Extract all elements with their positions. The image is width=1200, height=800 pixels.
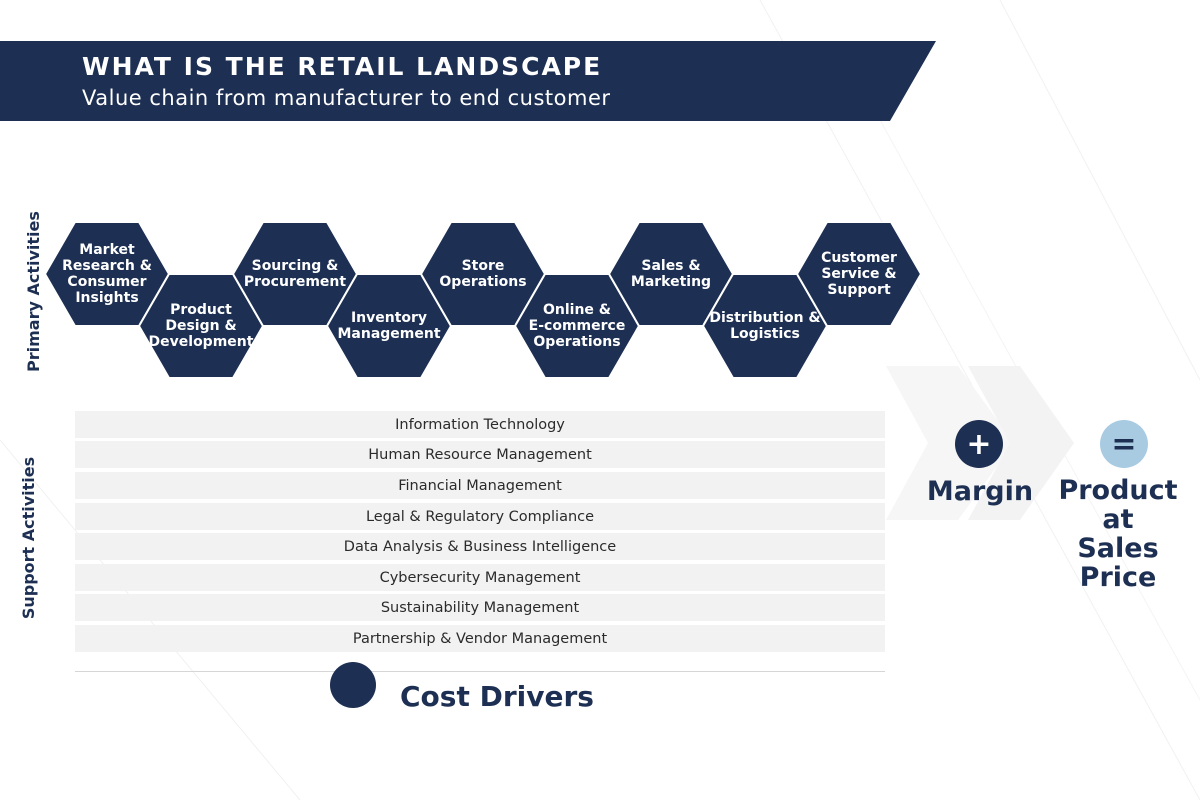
primary-activity-hex: Online & E-commerce Operations	[515, 274, 639, 378]
primary-activity-hex: Inventory Management	[327, 274, 451, 378]
support-activity-row: Human Resource Management	[75, 441, 885, 468]
primary-activity-hex: Market Research & Consumer Insights	[45, 222, 169, 326]
support-activity-row: Data Analysis & Business Intelligence	[75, 533, 885, 560]
price-chevron	[968, 366, 1074, 520]
primary-activity-hex: Sourcing & Procurement	[233, 222, 357, 326]
cost-drivers-label: Cost Drivers	[400, 680, 594, 713]
primary-activity-label: Inventory Management	[337, 310, 441, 342]
primary-activity-hex: Sales & Marketing	[609, 222, 733, 326]
support-activity-row: Cybersecurity Management	[75, 564, 885, 591]
margin-chevron	[886, 366, 1014, 520]
primary-activity-hex: Distribution & Logistics	[703, 274, 827, 378]
product-sales-price-label: Product at Sales Price	[1058, 475, 1178, 593]
banner-shape	[0, 41, 936, 121]
primary-activity-hex: Product Design & Development	[139, 274, 263, 378]
support-activity-row: Financial Management	[75, 472, 885, 499]
primary-activity-label: Market Research & Consumer Insights	[62, 242, 152, 306]
primary-activity-label: Customer Service & Support	[821, 250, 897, 298]
support-activity-row: Sustainability Management	[75, 594, 885, 621]
plus-icon: +	[955, 420, 1003, 468]
primary-activity-label: Distribution & Logistics	[709, 310, 821, 342]
primary-activity-hex: Customer Service & Support	[797, 222, 921, 326]
page-subtitle: Value chain from manufacturer to end cus…	[82, 86, 611, 110]
primary-activity-label: Sourcing & Procurement	[243, 258, 347, 290]
primary-activity-label: Online & E-commerce Operations	[528, 302, 626, 350]
primary-activity-hex: Store Operations	[421, 222, 545, 326]
support-activity-row: Legal & Regulatory Compliance	[75, 503, 885, 530]
support-activity-row: Partnership & Vendor Management	[75, 625, 885, 652]
primary-activity-label: Product Design & Development	[148, 302, 254, 350]
primary-activity-label: Sales & Marketing	[630, 258, 712, 290]
primary-activities-label: Primary Activities	[24, 211, 43, 372]
cost-drivers-dot	[330, 662, 376, 708]
primary-activity-label: Store Operations	[439, 258, 527, 290]
page-title: WHAT IS THE RETAIL LANDSCAPE	[82, 52, 603, 81]
margin-label: Margin	[926, 476, 1034, 507]
title-banner	[0, 41, 936, 121]
equals-icon: =	[1100, 420, 1148, 468]
support-activities-label: Support Activities	[19, 456, 38, 620]
support-activity-row: Information Technology	[75, 411, 885, 438]
